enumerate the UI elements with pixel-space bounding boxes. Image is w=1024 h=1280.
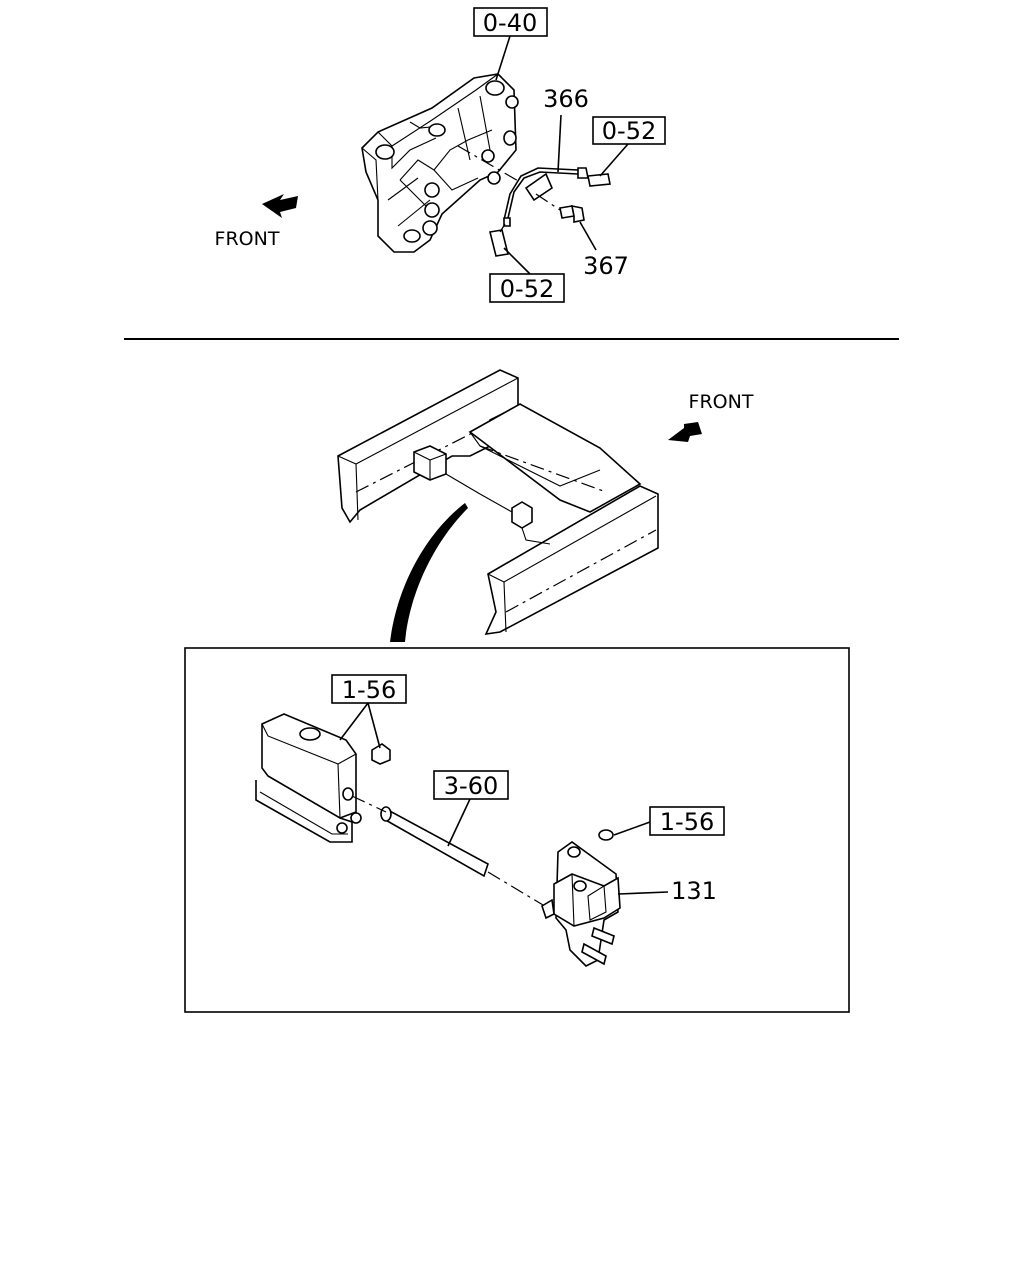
- washer-right: [598, 829, 614, 841]
- part-label-367: 367: [583, 252, 629, 280]
- front-arrow-icon-top: [262, 194, 298, 218]
- ref-box-1-56-right: [649, 806, 725, 836]
- ref-box-0-40: [473, 7, 548, 37]
- frame-crossmember: [468, 403, 642, 513]
- ref-label-0-40: 0-40: [483, 9, 537, 37]
- ref-label-1-56-right: 1-56: [660, 808, 714, 836]
- front-label-frame: FRONT: [689, 391, 754, 413]
- frame-rail-lower: [484, 485, 659, 635]
- vacuum-tank: [255, 713, 362, 843]
- nut-upper: [371, 743, 391, 765]
- bolt-367: [535, 193, 585, 223]
- ref-label-0-52-upper: 0-52: [602, 117, 656, 145]
- part-label-131: 131: [671, 877, 717, 905]
- detail-frame: [184, 647, 850, 1013]
- ref-label-0-52-lower: 0-52: [500, 275, 554, 303]
- part-label-366: 366: [543, 85, 589, 113]
- engine-bracket-view: 0-40 366 0-52 367 0-52 FRONT: [215, 7, 666, 303]
- ref-label-1-56-left: 1-56: [342, 676, 396, 704]
- pipe-3-60: [351, 795, 549, 909]
- ref-box-0-52-upper: [592, 116, 666, 145]
- detail-pointer: [390, 503, 468, 642]
- front-label-top: FRONT: [215, 228, 280, 250]
- frame-view: FRONT: [337, 369, 754, 642]
- hose-piece-left: [489, 229, 509, 257]
- ref-box-0-52-lower: [489, 273, 565, 303]
- valve-131: [541, 841, 621, 967]
- front-arrow-icon-frame: [668, 422, 702, 442]
- valve-small: [511, 501, 533, 529]
- detail-view: 1-56 3-60 1-56 131: [255, 674, 725, 967]
- hose-366: [457, 145, 589, 227]
- ref-box-3-60: [433, 770, 509, 800]
- engine-bracket: [361, 73, 519, 253]
- ref-box-1-56-left: [331, 674, 407, 704]
- hose-piece-right: [587, 173, 611, 187]
- ref-label-3-60: 3-60: [444, 772, 498, 800]
